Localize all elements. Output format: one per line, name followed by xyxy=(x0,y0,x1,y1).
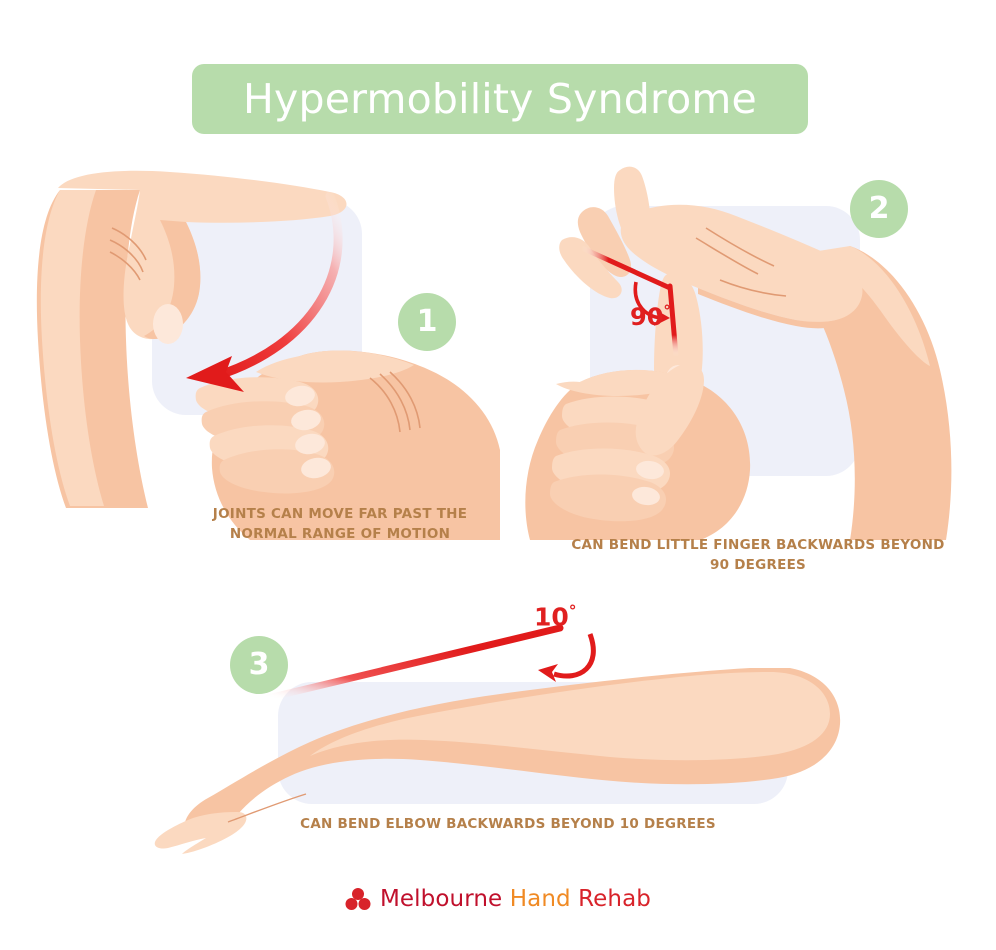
step-caption-2: CAN BEND LITTLE FINGER BACKWARDS BEYOND … xyxy=(520,536,996,575)
step-caption-1-line-2: NORMAL RANGE OF MOTION xyxy=(229,525,451,542)
angle-label-10: 10° xyxy=(534,602,577,631)
three-circle-clover-icon xyxy=(345,888,371,910)
hand-shading-2 xyxy=(698,288,854,329)
step-panel-2: 2 xyxy=(520,160,996,540)
step-number-2: 2 xyxy=(868,191,890,226)
forearm-highlight-2 xyxy=(812,246,930,366)
hand-shape-3 xyxy=(154,812,247,854)
angle-arrow-head-2 xyxy=(654,310,670,326)
angle-label-90: 90° xyxy=(630,302,671,331)
assist-hand-crease-3 xyxy=(389,371,421,429)
logo-wordmark: Melbourne Hand Rehab xyxy=(380,886,651,912)
forearm-highlight-1 xyxy=(40,190,104,506)
angle-line-horizontal-2 xyxy=(579,245,673,291)
motion-arrow-curve-1 xyxy=(211,191,343,381)
hand-back-shape-1 xyxy=(58,170,347,340)
logo-text-rehab: Rehab xyxy=(578,886,651,912)
illustration-hyperextended-elbow xyxy=(154,622,844,854)
degree-symbol-10: ° xyxy=(568,602,577,620)
hand-crease-2 xyxy=(109,239,144,273)
assist-hand-crease-1 xyxy=(369,377,401,433)
hand-back-shape-2 xyxy=(620,204,863,323)
hand-shading-1 xyxy=(144,220,201,339)
logo-text-hand: Hand xyxy=(509,886,571,912)
assist-fingernails-1 xyxy=(285,385,331,479)
title-banner: Hypermobility Syndrome xyxy=(192,64,808,134)
angle-line-diagonal-3 xyxy=(264,624,564,702)
step-number-3: 3 xyxy=(248,647,270,682)
step-panel-3: 3 xyxy=(150,600,870,854)
step-caption-2-line-1: CAN BEND LITTLE FINGER BACKWARDS BEYOND xyxy=(571,537,945,553)
assist-hand-highlight-1 xyxy=(256,350,414,383)
assist-fingers-1 xyxy=(195,377,335,494)
step-caption-3: CAN BEND ELBOW BACKWARDS BEYOND 10 DEGRE… xyxy=(248,815,768,835)
thumbnail-1 xyxy=(153,304,183,344)
hand-crease-2-3 xyxy=(719,279,787,297)
step-number-1: 1 xyxy=(416,304,438,339)
hand-crease-2-1 xyxy=(695,237,759,275)
arm-highlight-3 xyxy=(310,672,830,761)
hand-crease-3 xyxy=(109,251,141,281)
angle-value-10: 10 xyxy=(534,602,569,632)
extended-fingers-2 xyxy=(559,166,651,299)
illustration-thumb-bent-to-forearm xyxy=(36,170,500,540)
step-badge-2: 2 xyxy=(850,180,908,238)
hand-crease-2-2 xyxy=(705,227,775,267)
step-caption-3-line-1: CAN BEND ELBOW BACKWARDS BEYOND 10 DEGRE… xyxy=(300,816,716,832)
angle-value-90: 90 xyxy=(630,303,664,331)
assist-hand-crease-2 xyxy=(379,373,411,431)
motion-arrow-head-1 xyxy=(186,356,244,392)
footer-logo[interactable]: Melbourne Hand Rehab xyxy=(0,886,996,912)
step-badge-1: 1 xyxy=(398,293,456,351)
angle-arc-arrow-3 xyxy=(553,633,596,679)
step-caption-1-line-1: JOINTS CAN MOVE FAR PAST THE xyxy=(212,506,468,522)
angle-arrow-head-3 xyxy=(538,664,558,682)
step-panel-1: 1 xyxy=(0,160,500,540)
angle-line-vertical-2 xyxy=(667,283,679,359)
logo-text-melbourne: Melbourne xyxy=(379,886,503,912)
wrist-crease-3 xyxy=(227,793,307,823)
assist-thumb-2 xyxy=(635,363,704,456)
degree-symbol-90: ° xyxy=(663,302,671,320)
illustration-little-finger-backwards xyxy=(525,166,952,540)
step-badge-3: 3 xyxy=(230,636,288,694)
step-caption-1: JOINTS CAN MOVE FAR PAST THE NORMAL RANG… xyxy=(130,505,550,544)
hand-crease-1 xyxy=(111,227,147,261)
page-title: Hypermobility Syndrome xyxy=(243,75,757,123)
step-caption-2-line-2: 90 DEGREES xyxy=(709,556,807,573)
